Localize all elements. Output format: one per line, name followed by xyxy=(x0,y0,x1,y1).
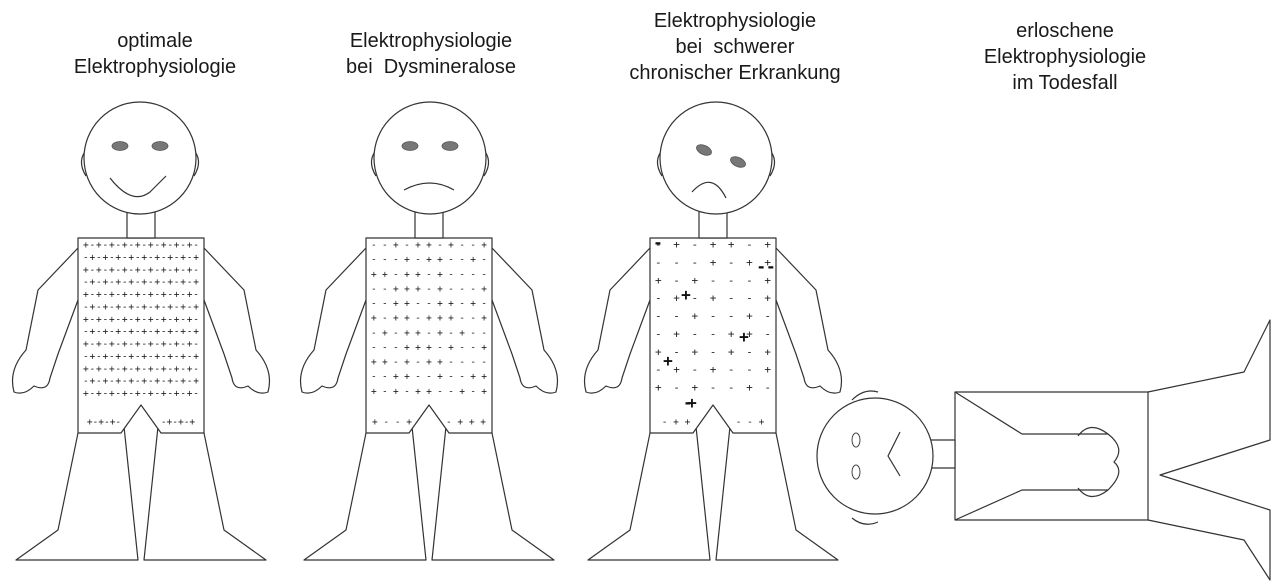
charge-row-right-leg: - + + + xyxy=(446,417,486,428)
charge-row: + + - + + - + - - - - xyxy=(371,269,487,280)
bold-charge: + xyxy=(739,327,749,346)
charge-row-right-leg: - - + xyxy=(736,417,765,428)
caption-chronisch: Elektrophysiologie bei schwerer chronisc… xyxy=(600,8,870,86)
head xyxy=(660,102,772,214)
charge-row-left-leg: - + + xyxy=(662,417,691,428)
legs xyxy=(1148,320,1270,580)
caption-todesfall-line-2: Elektrophysiologie xyxy=(950,44,1180,70)
caption-dysmineralose-line-2: bei Dysmineralose xyxy=(316,54,546,80)
caption-optimal-line-2: Elektrophysiologie xyxy=(40,54,270,80)
charge-row: + - + - + + - - + - + xyxy=(371,386,487,397)
caption-chronisch-line-2: bei schwerer xyxy=(600,34,870,60)
charge-row: - - - + - + + - - + - xyxy=(371,255,487,266)
right-arm xyxy=(204,248,270,393)
left-arm xyxy=(585,248,651,393)
bold-charge: + xyxy=(681,285,691,304)
caption-dysmineralose-line-1: Elektrophysiologie xyxy=(316,28,546,54)
charge-row: -+-+-+-+-+-+-+-+-+ xyxy=(83,376,199,387)
legs xyxy=(304,405,554,560)
left-eye xyxy=(402,142,418,151)
caption-todesfall-line-1: erloschene xyxy=(950,18,1180,44)
closed-right-eye xyxy=(852,465,860,479)
caption-optimal-line-1: optimale xyxy=(40,28,270,54)
right-eye xyxy=(152,142,168,151)
charge-row: +-+-+-+-+-+-+-+-+- xyxy=(83,389,199,400)
charge-row: +-+-+-+-+-+-+-+-+- xyxy=(83,240,199,251)
caption-chronisch-line-1: Elektrophysiologie xyxy=(600,8,870,34)
neck xyxy=(930,440,955,468)
caption-optimal: optimale Elektrophysiologie xyxy=(40,28,270,80)
left-eye xyxy=(112,142,128,151)
torso xyxy=(955,392,1148,520)
charge-row: + - + + - + + + - - + xyxy=(371,313,487,324)
charge-row-left-leg: + - - + xyxy=(372,417,412,428)
charge-row: - - + - + + - + - - + xyxy=(371,240,487,251)
caption-todesfall-line-3: im Todesfall xyxy=(950,70,1180,96)
charge-row: - - + + - - + + - + - xyxy=(371,299,487,310)
bold-charge: + xyxy=(663,351,673,370)
charge-row: +-+-+-+-+-+-+-+-+- xyxy=(83,364,199,375)
figure-todesfall xyxy=(817,320,1270,580)
left-arm xyxy=(13,248,79,393)
caption-todesfall: erloschene Elektrophysiologie im Todesfa… xyxy=(950,18,1180,96)
charge-row: -+-+-+-+-+-+-+-+-+ xyxy=(83,351,199,362)
charge-row: - - + + - - + - - + + xyxy=(371,372,487,383)
caption-dysmineralose: Elektrophysiologie bei Dysmineralose xyxy=(316,28,546,80)
charge-row-right-leg: -+-+-+ xyxy=(161,417,196,428)
charge-row: +-+-+-+-+-+-+-+-+- xyxy=(83,265,199,276)
charge-row: - - + + + - + - - - + xyxy=(371,284,487,295)
bold-charge: + xyxy=(687,393,697,412)
left-arm xyxy=(301,248,367,393)
head xyxy=(817,398,933,514)
right-arm xyxy=(492,248,558,393)
legs xyxy=(588,405,838,560)
bottom-ear xyxy=(852,518,878,524)
charge-row: +-+-+-+-+-+-+-+-+- xyxy=(83,314,199,325)
charge-row: +-+-+-+-+-+-+-+-+- xyxy=(83,339,199,350)
caption-chronisch-line-3: chronischer Erkrankung xyxy=(600,60,870,86)
head xyxy=(84,102,196,214)
charge-row-left-leg: +-+-+- xyxy=(87,417,121,428)
head xyxy=(374,102,486,214)
charge-row: + + - + - + + - - - - xyxy=(371,357,487,368)
charge-row: -+-+-+-+-+-+-+-+-+ xyxy=(83,327,199,338)
figure-optimal: +-+-+-+-+-+-+-+-+--+-+-+-+-+-+-+-+-++-+-… xyxy=(13,102,270,560)
legs xyxy=(16,405,266,560)
bold-charge: - xyxy=(653,233,663,252)
figure-dysmineralose: - - + - + + - + - - + - - - + - + + - - +… xyxy=(301,102,558,560)
right-arm xyxy=(776,248,842,393)
charge-row: -+-+-+-+-+-+-+-+-+ xyxy=(83,277,199,288)
charge-row: - - - + + + - + - - + xyxy=(371,342,487,353)
figure-chronisch: - + - + + - +- - - + - + ++ - + - - - +-… xyxy=(585,102,842,560)
figures-layer: +-+-+-+-+-+-+-+-+--+-+-+-+-+-+-+-+-++-+-… xyxy=(13,102,1271,580)
closed-left-eye xyxy=(852,433,860,447)
charge-row: -+-+-+-+-+-+-+-+-+ xyxy=(83,252,199,263)
charge-row: - + - + + - + - + - - xyxy=(371,328,487,339)
charge-row: -+-+-+-+-+-+-+-+-+ xyxy=(83,302,199,313)
right-eye xyxy=(442,142,458,151)
bold-charge: -- xyxy=(756,257,775,276)
charge-row: +-+-+-+-+-+-+-+-+- xyxy=(83,290,199,301)
